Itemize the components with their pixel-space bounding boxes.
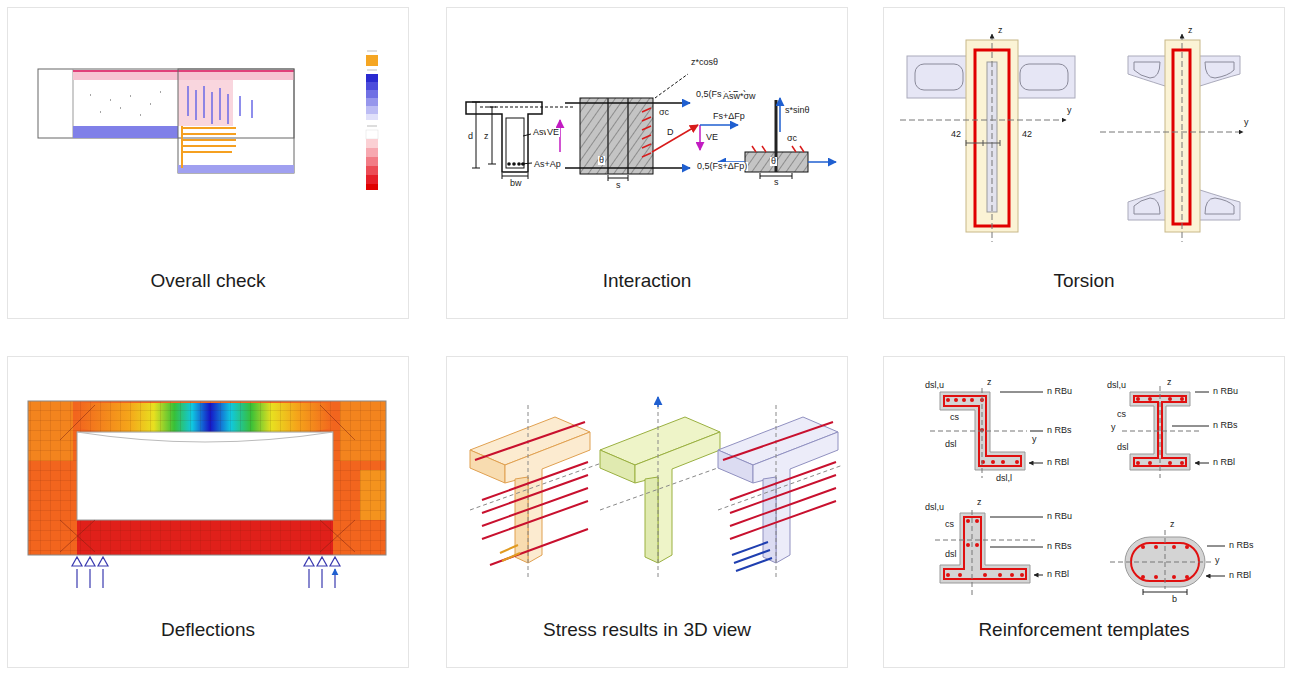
dimension-label: y	[1214, 556, 1221, 565]
dimension-label: 42	[1021, 130, 1033, 139]
dimension-label: dsl	[1116, 443, 1130, 452]
dimension-label: z	[1169, 520, 1176, 529]
dimension-label: θ	[598, 156, 605, 165]
dimension-label: dsl,u	[924, 503, 945, 512]
dimension-label: s	[615, 181, 622, 190]
card-caption: Reinforcement templates	[884, 619, 1284, 642]
dimension-label: Asw*σw	[722, 92, 757, 101]
dimension-label: As+Ap	[533, 160, 562, 169]
dimension-label: n RBu	[1212, 387, 1239, 396]
dimension-label: y	[1031, 435, 1038, 444]
dimension-label: n RBl	[1046, 570, 1070, 579]
dimension-label: z	[976, 498, 983, 507]
dimension-label: dsl	[944, 550, 958, 559]
dimension-label: VE	[546, 128, 560, 137]
dimension-label: cs	[1116, 410, 1127, 419]
dimension-label: dsl,l	[995, 474, 1013, 483]
interaction-figure	[466, 74, 836, 181]
card-caption: Stress results in 3D view	[447, 619, 847, 642]
dimension-label: dsl,u	[1106, 381, 1127, 390]
dimension-label: y	[1066, 106, 1073, 115]
dimension-label: z*cosθ	[690, 58, 719, 67]
dimension-label: dsl,u	[924, 381, 945, 390]
dimension-label: d	[467, 132, 474, 141]
dimension-label: σc	[786, 134, 798, 143]
dimension-label: z	[1187, 26, 1194, 35]
dimension-label: n RBl	[1212, 458, 1236, 467]
overall-check-figure	[38, 51, 378, 190]
dimension-label: 42	[950, 130, 962, 139]
dimension-label: n RBs	[1228, 541, 1255, 550]
dimension-label: n RBl	[1228, 571, 1252, 580]
dimension-label: Fs+ΔFp	[712, 112, 746, 121]
dimension-label: n RBu	[1046, 512, 1073, 521]
dimension-label: n RBs	[1046, 426, 1073, 435]
dimension-label: b	[1171, 595, 1178, 604]
dimension-label: VE	[705, 133, 719, 142]
feature-card: Stress results in 3D view	[446, 356, 848, 668]
dimension-label: z	[1166, 378, 1173, 387]
feature-card: Overall check	[7, 7, 409, 319]
card-caption: Overall check	[8, 270, 408, 293]
dimension-label: bw	[509, 179, 523, 188]
stress-3d-figure	[470, 397, 843, 577]
dimension-label: z	[483, 132, 490, 141]
dimension-label: D	[666, 128, 675, 137]
dimension-label: σc	[658, 108, 670, 117]
dimension-label: y	[1243, 118, 1250, 127]
card-caption: Deflections	[8, 619, 408, 642]
feature-card: Deflections	[7, 356, 409, 668]
torsion-figure	[900, 34, 1243, 242]
card-caption: Torsion	[884, 270, 1284, 293]
dimension-label: θ	[770, 157, 777, 166]
dimension-label: n RBu	[1046, 387, 1073, 396]
feature-card: Reinforcement templates	[883, 356, 1285, 668]
dimension-label: s	[773, 178, 780, 187]
feature-card: Torsion	[883, 7, 1285, 319]
feature-card: Interaction	[446, 7, 848, 319]
dimension-label: n RBl	[1046, 458, 1070, 467]
deflections-figure	[28, 401, 386, 588]
dimension-label: n RBs	[1212, 421, 1239, 430]
dimension-label: z	[997, 26, 1004, 35]
dimension-label: dsl	[944, 440, 958, 449]
reinforcement-templates-figure	[930, 386, 1225, 595]
dimension-label: cs	[949, 413, 960, 422]
dimension-label: 0,5(Fs+ΔFp)	[696, 162, 748, 171]
dimension-label: n RBs	[1046, 542, 1073, 551]
dimension-label: s*sinθ	[784, 106, 811, 115]
dimension-label: cs	[944, 520, 955, 529]
card-caption: Interaction	[447, 270, 847, 293]
dimension-label: z	[986, 378, 993, 387]
dimension-label: y	[1110, 423, 1117, 432]
